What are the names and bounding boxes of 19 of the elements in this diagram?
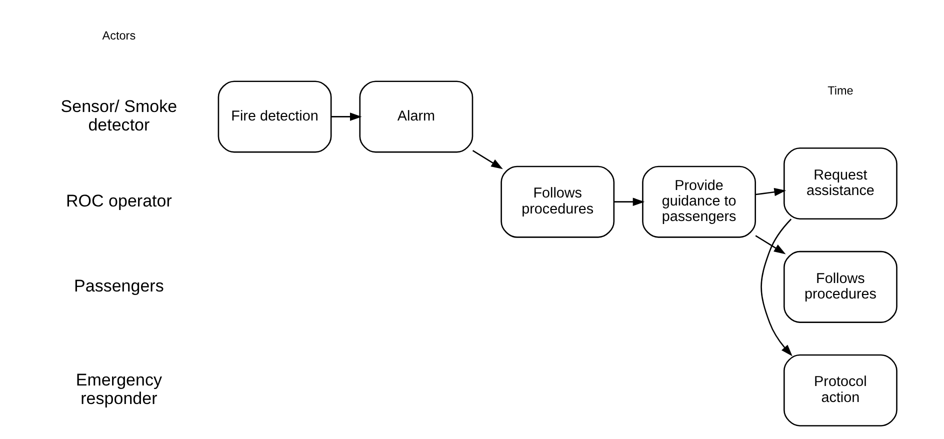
arrow (755, 188, 786, 196)
label: Passengers (74, 276, 164, 296)
arrow (754, 235, 786, 254)
node-box: Protocol action (783, 354, 897, 426)
arrow (472, 150, 502, 170)
node-box: Provide guidance to passengers (642, 166, 756, 238)
node-box: Alarm (358, 80, 473, 153)
label: Actors (102, 30, 136, 43)
node-box: Follows procedures (783, 250, 897, 323)
label: Sensor/ Smoke detector (60, 96, 177, 134)
node-box: Fire detection (217, 80, 332, 153)
label: Time (827, 84, 853, 98)
label: ROC operator (65, 191, 172, 210)
node-box: Request assistance (783, 147, 897, 220)
node-box: Follows procedures (500, 166, 614, 238)
arrow (330, 112, 362, 121)
label: Emergency responder (75, 370, 162, 408)
arrow (760, 218, 792, 356)
arrow (614, 198, 644, 206)
